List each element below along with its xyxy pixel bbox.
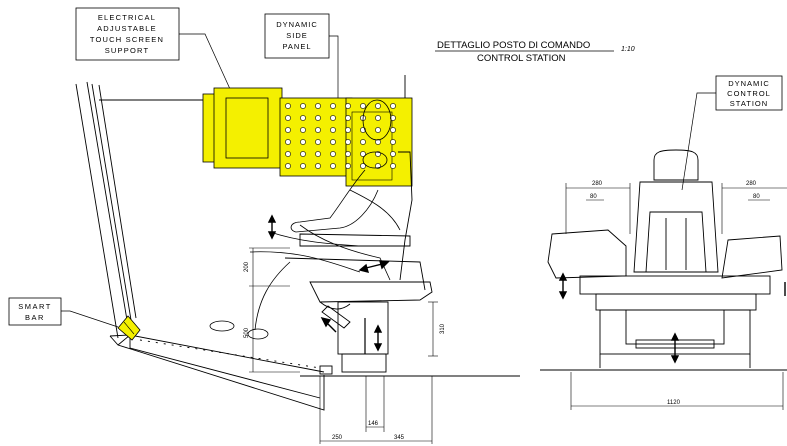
title-english: CONTROL STATION (477, 53, 566, 64)
side-panel-button (300, 115, 306, 121)
side-view-motion-arrows (267, 214, 390, 352)
dim-500: 500 (244, 327, 250, 338)
side-panel-button (375, 103, 381, 109)
callout-control-station-line-1: DYNAMIC (728, 79, 770, 88)
side-panel-button (390, 151, 396, 157)
callout-side-panel-line-2: SIDE (286, 31, 308, 40)
side-panel-button (285, 103, 291, 109)
side-panel-button (330, 127, 336, 133)
side-panel-button (315, 139, 321, 145)
dim-250: 250 (332, 435, 343, 441)
side-panel-button (390, 163, 396, 169)
callout-control-station-line-2: CONTROL (727, 89, 771, 98)
side-panel-button (375, 139, 381, 145)
touch-screen-support (202, 87, 283, 169)
smart-bar-yellow (117, 315, 141, 341)
callout-smart-bar: SMART BAR (8, 297, 119, 328)
side-panel-button (315, 115, 321, 121)
side-panel-button (390, 127, 396, 133)
side-panel-button (375, 115, 381, 121)
side-panel-button (330, 115, 336, 121)
front-view-dimensions (565, 183, 787, 410)
callout-smart-bar-line-2: BAR (25, 313, 45, 322)
side-panel-button (375, 127, 381, 133)
side-view-dimensions (249, 247, 438, 444)
callout-touch-screen-line-1: ELECTRICAL (98, 13, 156, 22)
dim-front-left-280: 280 (592, 181, 603, 187)
callout-touch-screen-line-3: TOUCH SCREEN (90, 35, 164, 44)
side-panel-button (360, 103, 366, 109)
callout-side-panel-line-1: DYNAMIC (276, 20, 318, 29)
side-panel-button (315, 163, 321, 169)
side-panel-button (285, 115, 291, 121)
side-view-windshield-frame (75, 75, 406, 339)
callout-touch-screen-support: ELECTRICAL ADJUSTABLE TOUCH SCREEN SUPPO… (75, 7, 246, 123)
side-panel-button (285, 127, 291, 133)
callout-control-station-line-3: STATION (730, 99, 768, 108)
side-panel-button (330, 139, 336, 145)
title-italian: DETTAGLIO POSTO DI COMANDO (437, 40, 590, 51)
side-panel-button (315, 151, 321, 157)
side-panel-button (285, 163, 291, 169)
dynamic-side-panel (279, 97, 413, 187)
side-panel-button (360, 163, 366, 169)
side-panel-button (360, 151, 366, 157)
side-panel-button (315, 103, 321, 109)
side-panel-button (390, 139, 396, 145)
dim-200: 200 (244, 261, 250, 272)
side-panel-button (345, 151, 351, 157)
side-view-floor-ramp (109, 334, 520, 411)
dim-front-left-80: 80 (590, 194, 597, 200)
callout-smart-bar-line-1: SMART (18, 302, 52, 311)
dim-front-right-80: 80 (753, 194, 760, 200)
front-view-motion-arrows (558, 272, 786, 364)
side-panel-button (360, 139, 366, 145)
dim-310: 310 (440, 323, 446, 334)
callout-touch-screen-line-2: ADJUSTABLE (97, 24, 157, 33)
side-panel-button (330, 151, 336, 157)
side-panel-button (390, 103, 396, 109)
side-panel-button (345, 115, 351, 121)
side-panel-button (390, 115, 396, 121)
side-panel-button (285, 151, 291, 157)
dim-146: 146 (368, 421, 379, 427)
side-panel-buttons (285, 103, 396, 169)
side-panel-button (300, 151, 306, 157)
side-panel-button (300, 163, 306, 169)
side-panel-button (345, 139, 351, 145)
side-panel-button (345, 103, 351, 109)
drawing-scale: 1:10 (621, 46, 635, 53)
callout-dynamic-control-station: DYNAMIC CONTROL STATION (681, 75, 783, 191)
side-panel-button (330, 163, 336, 169)
side-panel-button (315, 127, 321, 133)
dim-345: 345 (394, 435, 405, 441)
callout-side-panel-line-3: PANEL (282, 42, 311, 51)
side-panel-button (345, 163, 351, 169)
side-panel-button (285, 139, 291, 145)
side-panel-button (300, 103, 306, 109)
side-panel-button (330, 103, 336, 109)
dim-front-1120: 1120 (667, 400, 681, 406)
side-panel-button (300, 139, 306, 145)
side-panel-button (345, 127, 351, 133)
callout-touch-screen-line-4: SUPPORT (105, 46, 150, 55)
side-panel-button (300, 127, 306, 133)
dim-front-right-280: 280 (746, 181, 757, 187)
side-view-seat (284, 151, 433, 373)
operator-figure (209, 99, 401, 340)
drawing-title: DETTAGLIO POSTO DI COMANDO CONTROL STATI… (435, 40, 635, 64)
